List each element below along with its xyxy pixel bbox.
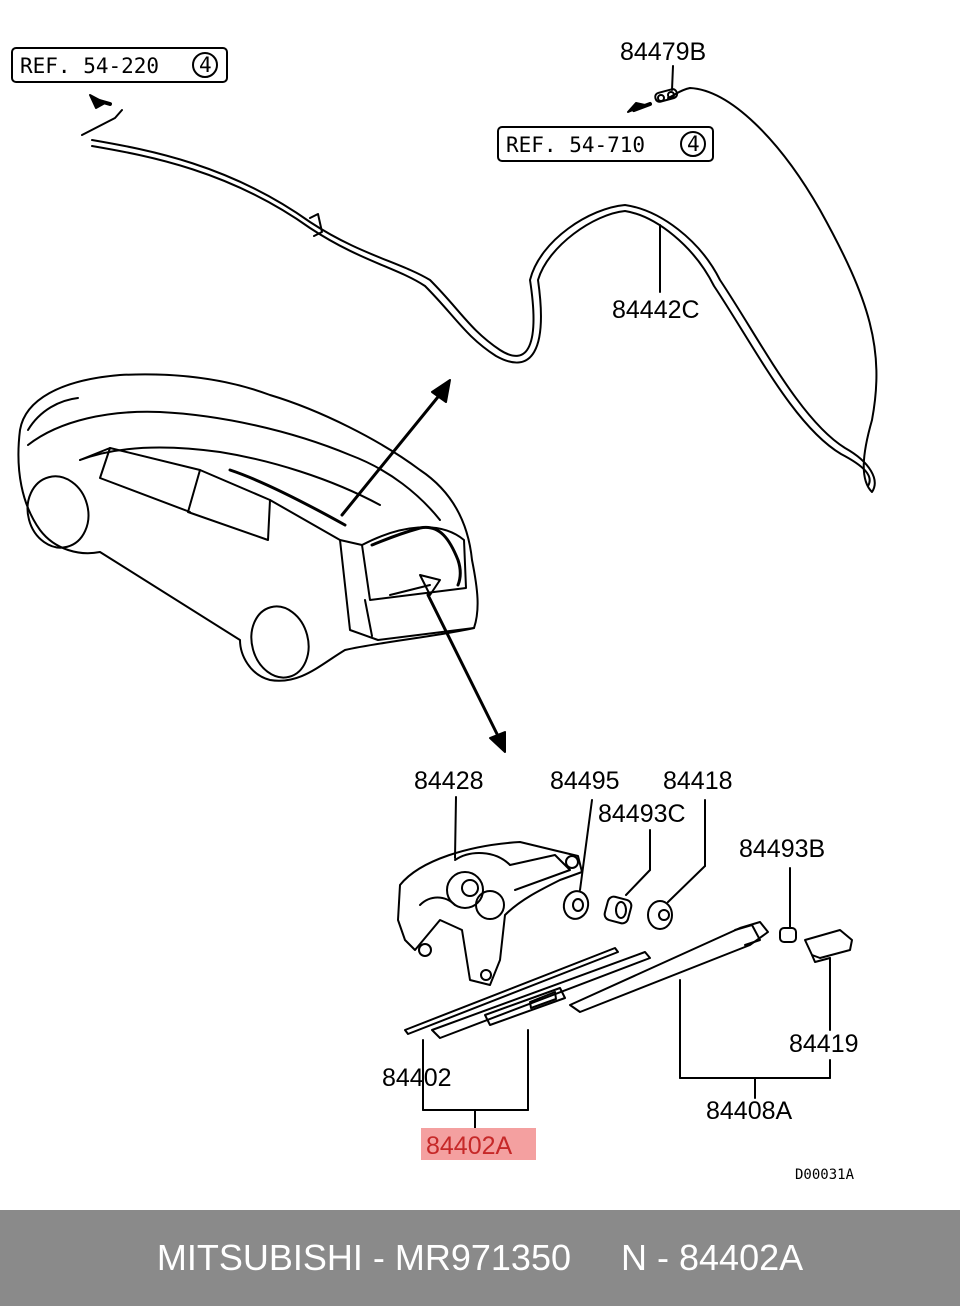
ref-label-54-220: REF. 54-220: [20, 54, 159, 78]
wiper-motor-part: [397, 796, 583, 986]
part-label-84493C[interactable]: 84493C: [598, 800, 686, 828]
part-label-84402A: 84402A: [426, 1132, 513, 1160]
washer-nozzle-part: [627, 88, 679, 113]
ref-circled-number: 4: [687, 132, 700, 156]
part-label-84428[interactable]: 84428: [414, 767, 484, 795]
part-label-84418[interactable]: 84418: [663, 767, 733, 795]
small-parts: [562, 799, 853, 1031]
part-label-84402[interactable]: 84402: [382, 1064, 452, 1092]
highlight-box: [421, 1128, 536, 1160]
part-label-84479B[interactable]: 84479B: [620, 38, 706, 66]
footer-separator: -: [647, 1237, 680, 1278]
washer-hose: [81, 87, 878, 493]
vehicle-outline: [17, 373, 479, 682]
footer-bar: MITSUBISHI - MR971350 N - 84402A: [0, 1210, 960, 1306]
drawing-code: D00031A: [795, 1167, 855, 1183]
part-label-84495[interactable]: 84495: [550, 767, 620, 795]
highlighted-part-84402A[interactable]: 84402A: [421, 1128, 536, 1160]
part-label-84493B[interactable]: 84493B: [739, 835, 825, 863]
footer-ref-number: 84402A: [679, 1237, 804, 1278]
footer-part-number: MR971350: [394, 1237, 571, 1278]
rear-wiper-parts-diagram: REF. 54-220 4 REF. 54-710 4 84479B 84442…: [11, 38, 878, 1183]
part-label-84419[interactable]: 84419: [789, 1030, 859, 1058]
footer-gap: [571, 1237, 621, 1279]
part-label-84442C[interactable]: 84442C: [612, 296, 700, 324]
callout-arrows: [340, 379, 506, 753]
footer-separator: -: [362, 1237, 395, 1278]
footer-brand: MITSUBISHI: [156, 1237, 363, 1278]
part-label-84408A[interactable]: 84408A: [706, 1097, 793, 1125]
ref-circled-number: 4: [199, 53, 212, 77]
ref-box-54-710[interactable]: REF. 54-710 4: [497, 126, 714, 162]
wiper-arm-part: [569, 921, 831, 1099]
ref-label-54-710: REF. 54-710: [506, 133, 645, 157]
footer-n-label: N: [621, 1237, 648, 1278]
ref-box-54-220[interactable]: REF. 54-220 4: [11, 47, 228, 83]
wiper-blade-part: [404, 947, 651, 1131]
